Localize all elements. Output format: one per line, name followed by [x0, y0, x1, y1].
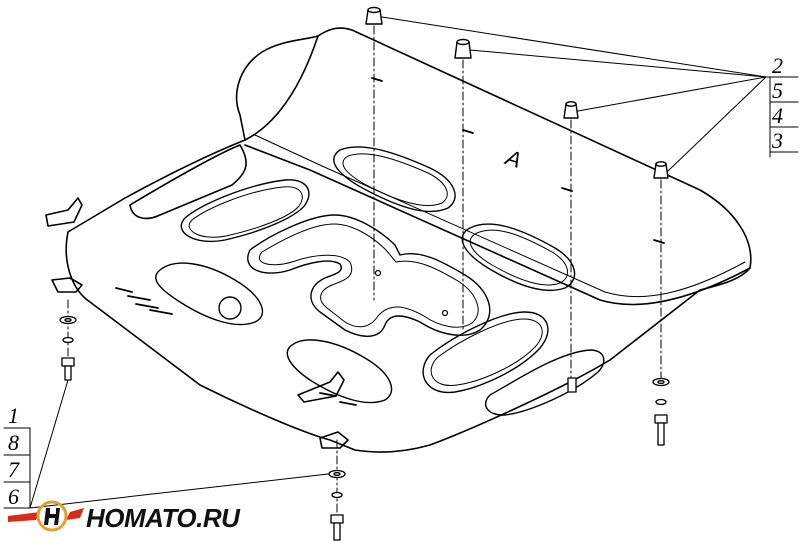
callout-6: 6: [8, 484, 19, 509]
serpentine-emboss: [247, 214, 491, 337]
callout-3: 3: [772, 128, 783, 153]
skid-plate-outline: [65, 27, 752, 453]
bottom-tab: [319, 431, 349, 449]
callout-7: 7: [8, 457, 19, 482]
callout-2: 2: [772, 53, 783, 78]
callout-4: 4: [772, 103, 783, 128]
bottom-fastener-stack: [328, 469, 346, 541]
embossed-slots: [155, 146, 605, 416]
callout-5: 5: [772, 78, 783, 103]
left-bracket: [45, 197, 83, 227]
homato-logo-emblem: [8, 500, 84, 532]
assembly-centerlines: [67, 25, 662, 531]
bend-line: [244, 144, 751, 306]
serpentine-inner: [259, 223, 479, 328]
left-tab: [51, 277, 83, 293]
nut-fasteners: [365, 6, 669, 179]
callout-8: 8: [8, 430, 19, 455]
left-fastener-stack: [59, 315, 77, 381]
right-fastener-stack: [567, 377, 670, 446]
center-bracket: [297, 371, 345, 403]
mounting-slits: [115, 77, 665, 406]
leader-lines: [3, 16, 799, 509]
callout-1: 1: [8, 403, 19, 428]
stamp-letter: A: [501, 144, 525, 173]
small-holes: [374, 269, 449, 317]
bend-line-2: [254, 134, 746, 298]
logo-text: HOMATO.RU: [86, 503, 240, 533]
upper-rib: [129, 144, 247, 220]
front-flange-line: [244, 35, 319, 141]
